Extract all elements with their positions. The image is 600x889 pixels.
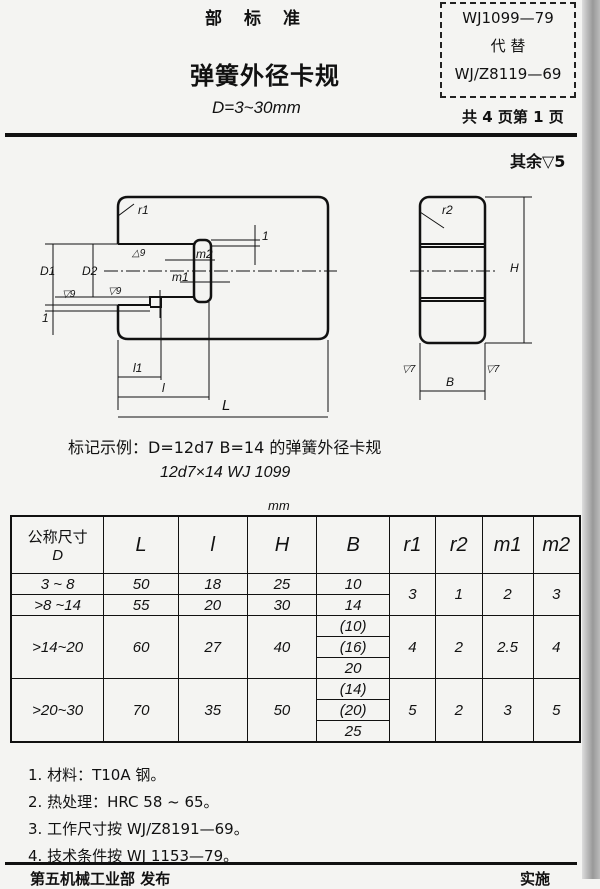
note-heat-treatment: 2. 热处理：HRC 58 ~ 65。 [28,793,219,811]
cell-B: 20 [316,657,391,679]
note-technical-conditions: 4. 技术条件按 WJ 1153—79。 [28,847,239,865]
cell-m1: 2 [481,573,534,616]
header-r1: r1 [389,515,436,574]
dimension-lines [45,225,337,418]
cell-r1: 5 [389,678,436,743]
standard-number-box: WJ1099—79 代 替 WJ/Z8119—69 [440,2,576,98]
cell-L: 50 [103,573,179,595]
finish-mark-9c: ▽9 [62,289,76,300]
side-view [418,195,487,345]
document-title: 弹簧外径卡规 [190,62,340,90]
label-l1: l1 [133,361,142,375]
roughness-note: 其余▽5 [510,152,566,171]
footer-divider [5,862,577,865]
table-row: >14~20 60 27 40 (10) 4 2 2.5 4 [10,615,581,679]
header-divider [5,133,577,137]
header-nominal-size: 公称尺寸 [27,528,88,546]
cell-H: 30 [246,594,318,616]
table-row: >8 ~14 55 20 30 14 [10,594,580,616]
cell-l: 18 [177,573,248,595]
label-one-top: 1 [262,229,269,243]
cell-B: 14 [316,594,391,616]
cell-d: >14~20 [10,615,105,679]
cell-l: 27 [177,615,248,679]
header-B: B [316,515,391,574]
cell-H: 25 [246,573,318,595]
header-l: l [177,515,248,574]
cell-d: >20~30 [10,678,105,743]
table-unit: mm [268,498,290,513]
table-row: 3 ~ 8 50 18 25 10 3 1 2 3 [10,573,581,616]
technical-drawing: r1 r2 D1 D2 m1 m2 1 1 l1 l L H B △9 ▽9 ▽… [40,195,532,418]
header-H: H [246,515,318,574]
size-range: D=3~30mm [212,98,301,117]
label-H: H [510,261,519,275]
header-r2: r2 [434,515,483,574]
cell-H: 40 [246,615,318,679]
cell-B: (10) [316,615,391,637]
finish-mark-9a: △9 [131,248,146,259]
label-m1: m1 [172,270,189,284]
cell-m2: 3 [532,573,581,616]
label-l: l [162,381,165,395]
scan-edge-shadow [582,0,600,879]
cell-l: 35 [177,678,248,743]
header-m1: m1 [481,515,534,574]
cell-d: 3 ~ 8 [10,573,105,595]
cell-B: (16) [316,636,391,658]
label-m2: m2 [196,247,213,261]
finish-mark-7a: ▽7 [402,364,416,375]
finish-mark-9b: ▽9 [108,286,122,297]
cell-d: >8 ~14 [10,594,105,616]
cell-B: 10 [316,573,391,595]
bureau-heading: 部标准 [205,9,322,29]
marking-example-code: 12d7×14 WJ 1099 [160,464,291,481]
label-d1: D1 [40,264,55,278]
cell-B: (14) [316,678,391,700]
label-r2: r2 [442,203,453,217]
label-d2: D2 [82,264,98,278]
note-material: 1. 材料：T10A 钢。 [28,766,166,784]
cell-m1: 2.5 [481,615,534,679]
standard-number: WJ1099—79 [462,9,554,27]
page-count: 共 4 页第 1 页 [462,108,564,126]
front-view [116,195,330,341]
cell-L: 60 [103,615,179,679]
cell-r2: 1 [434,573,483,616]
cell-m1: 3 [481,678,534,743]
cell-B: (20) [316,699,391,721]
cell-l: 20 [177,594,248,616]
cell-r2: 2 [434,678,483,743]
marking-example: 标记示例：D=12d7 B=14 的弹簧外径卡规 [68,438,382,457]
label-r1: r1 [138,203,149,217]
cell-m2: 5 [532,678,581,743]
replaced-standard-number: WJ/Z8119—69 [454,65,562,83]
cell-r1: 3 [389,573,436,616]
label-B: B [446,375,454,389]
note-working-size: 3. 工作尺寸按 WJ/Z8191—69。 [28,820,249,838]
finish-mark-7b: ▽7 [486,364,500,375]
cell-m2: 4 [532,615,581,679]
cell-H: 50 [246,678,318,743]
label-L: L [222,397,230,414]
table-row: >20~30 70 35 50 (14) 5 2 3 5 [10,678,581,743]
header-L: L [103,515,179,574]
cell-r1: 4 [389,615,436,679]
label-one-left: 1 [42,311,49,325]
replaces-label: 代 替 [490,37,526,55]
header-m2: m2 [532,515,581,574]
cell-L: 55 [103,594,179,616]
cell-r2: 2 [434,615,483,679]
cell-B: 25 [316,720,391,743]
header-d: D [52,547,64,564]
cell-L: 70 [103,678,179,743]
